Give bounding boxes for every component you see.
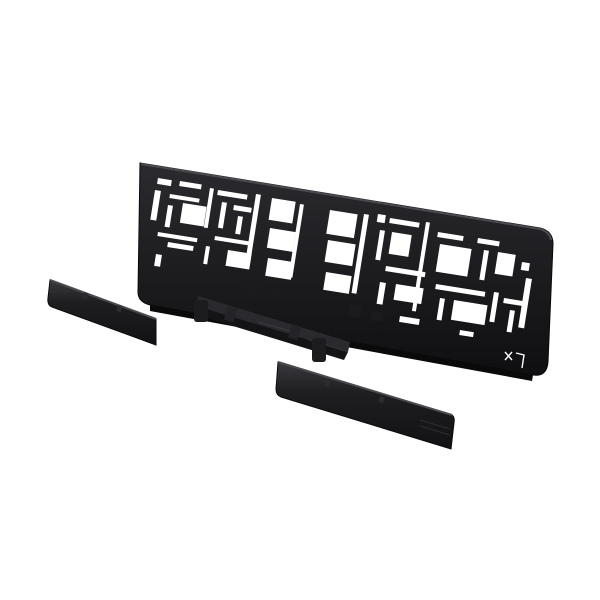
mounting-bracket xyxy=(194,296,350,362)
left-cover-strip xyxy=(47,279,157,346)
frame-cutouts xyxy=(150,178,532,338)
bottom-cover-strip xyxy=(275,361,455,450)
